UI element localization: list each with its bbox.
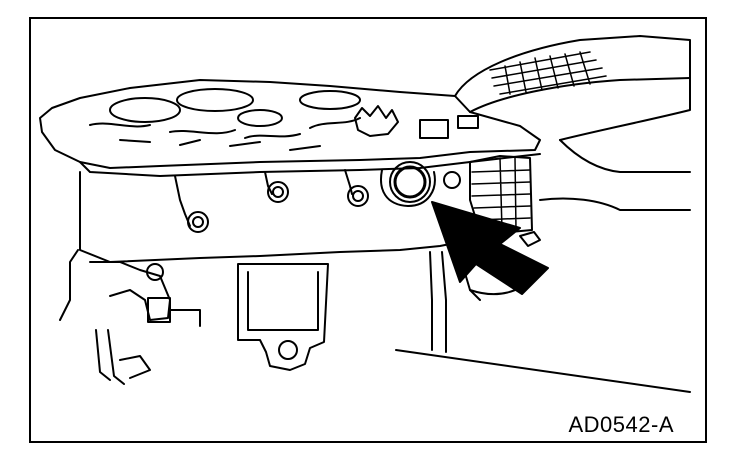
plate-opening-3 (299, 90, 361, 110)
bolt-boss-1-hole (187, 211, 209, 233)
plate-opening-1 (109, 97, 181, 123)
transmission-case (79, 161, 481, 263)
pan-edge (395, 251, 691, 393)
connector-wire (169, 309, 201, 327)
bracket-left (89, 261, 171, 321)
bolt-boss-3 (344, 169, 353, 195)
bolt-boss-2-hole (267, 181, 289, 203)
oil-filter-housing (237, 263, 329, 371)
plate-gear-detail (354, 105, 399, 137)
pointer-arrow (431, 201, 549, 295)
ribbed-connector-lines (471, 157, 531, 231)
filter-inner (247, 271, 319, 331)
housing-grid (489, 51, 607, 95)
plate-channels (89, 117, 361, 151)
right-hose-bolt (519, 231, 541, 247)
bolt-boss-1-inner (192, 216, 204, 228)
plate-cutout-small (457, 115, 479, 129)
filter-drain-hole (278, 340, 298, 360)
valve-body-plate (39, 79, 541, 169)
plate-opening-4 (237, 109, 283, 127)
lower-left-leg (95, 329, 151, 385)
bolt-boss-2 (264, 171, 273, 195)
bolt-boss-3-hole (347, 185, 369, 207)
bolt-boss-3-inner (352, 190, 364, 202)
right-hose (539, 139, 691, 211)
bracket-hole (146, 263, 164, 281)
plate-cutout (419, 119, 449, 139)
plate-edge (79, 153, 541, 177)
upper-housing (454, 35, 691, 141)
plug-port (393, 165, 427, 199)
figure-id-label: AD0542-A (568, 412, 674, 437)
plug-housing (380, 169, 436, 207)
figure-border (29, 17, 707, 443)
bolt-boss-2-inner (272, 186, 284, 198)
upper-housing-underside (469, 77, 691, 113)
case-lower-edge (59, 249, 79, 321)
plug-port-ring (389, 161, 431, 203)
plate-opening-2 (176, 88, 254, 112)
small-boss (443, 171, 461, 189)
